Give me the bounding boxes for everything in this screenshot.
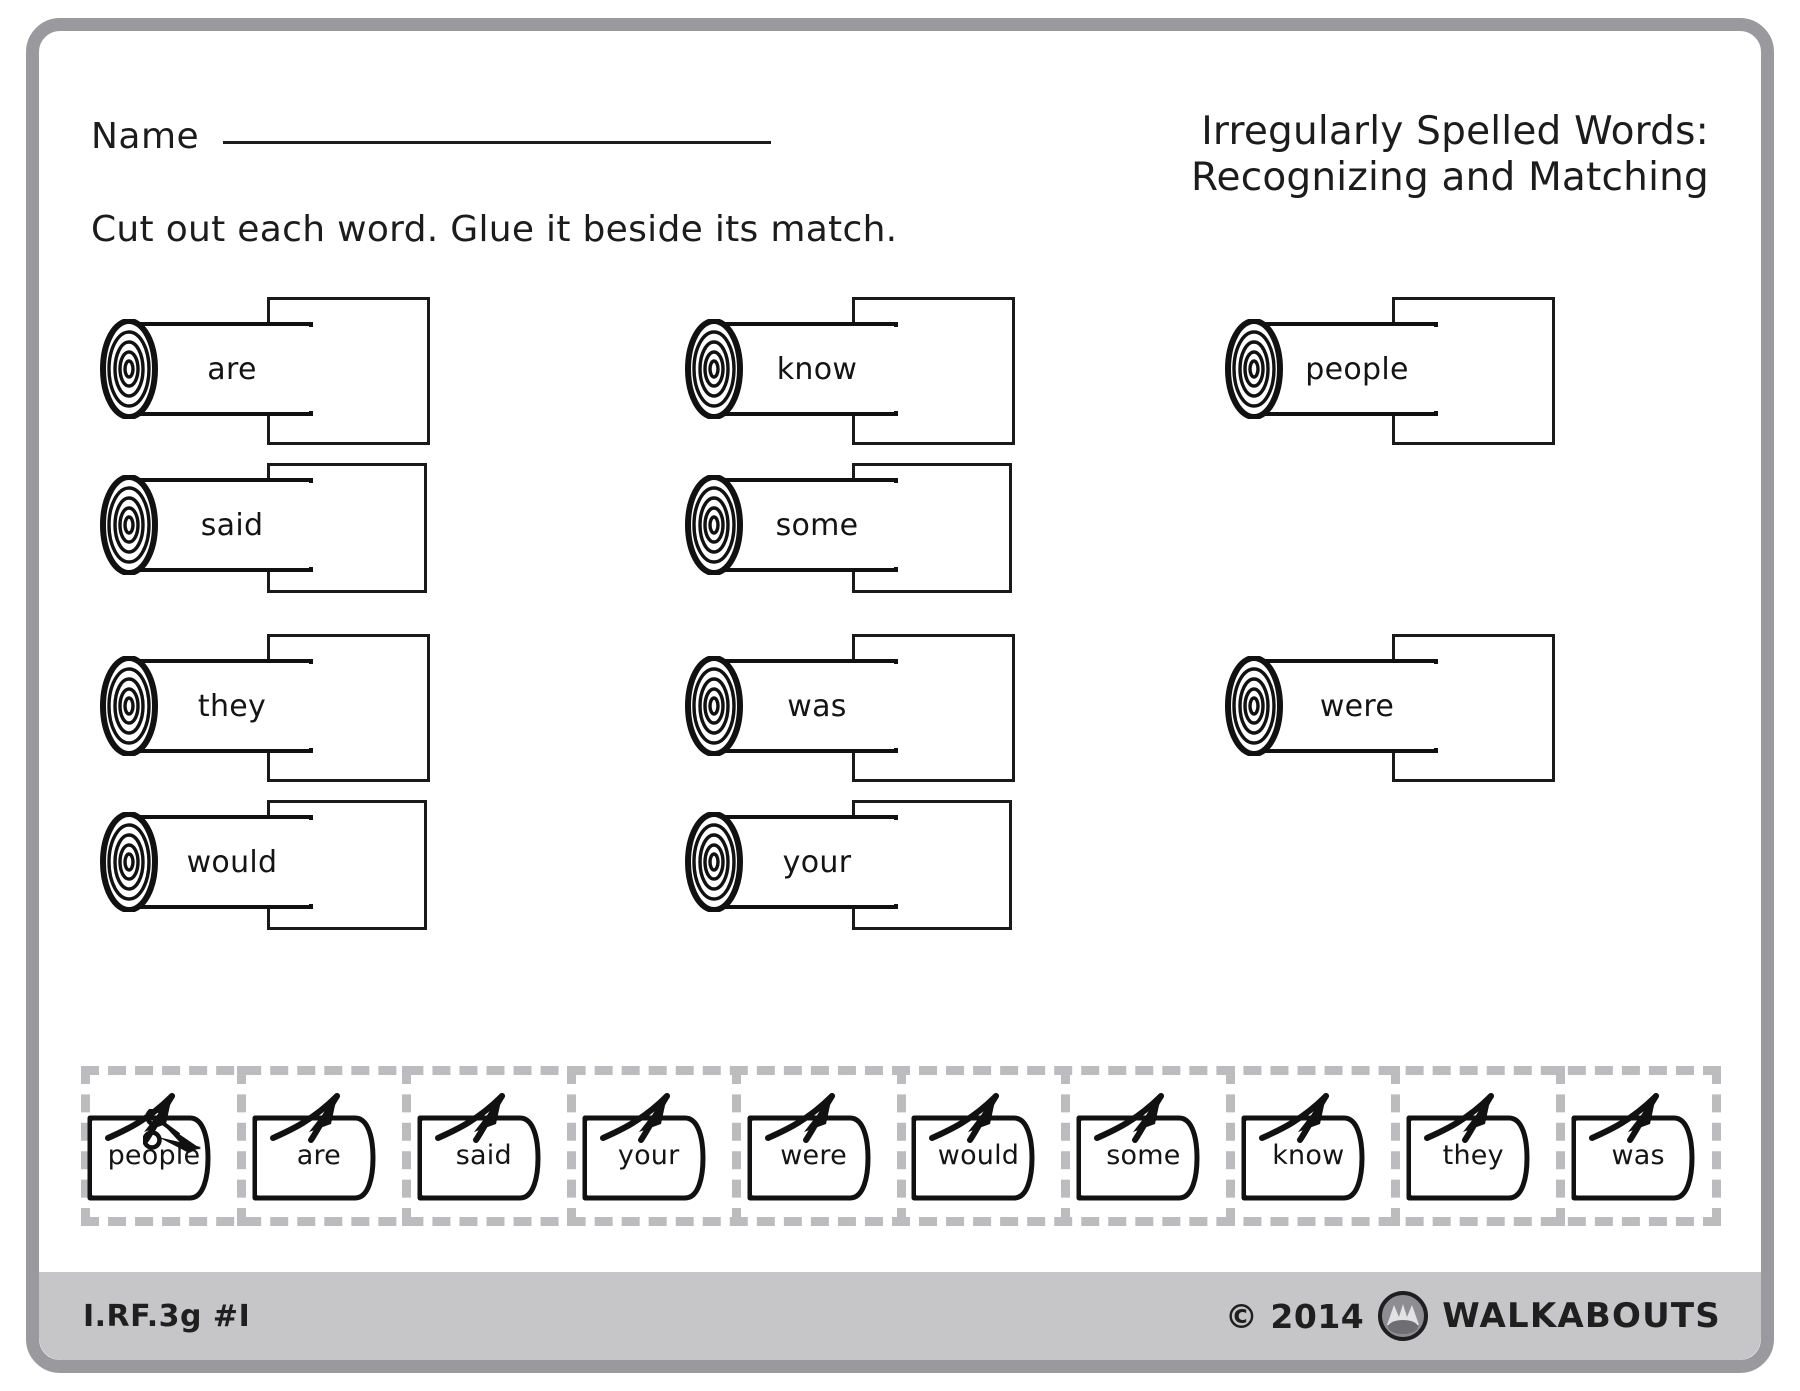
card-shape (747, 1093, 871, 1201)
card-shape (1571, 1093, 1695, 1201)
name-input-line[interactable] (223, 141, 772, 144)
log-graphic (100, 812, 314, 912)
log-word-item: some (684, 463, 1012, 593)
instruction-text: Cut out each word. Glue it beside its ma… (91, 209, 898, 250)
page-footer: I.RF.3g #I © 2014 WALKABOUTS (39, 1272, 1761, 1360)
cut-word-card[interactable]: would (910, 1090, 1056, 1202)
page-title-line2: Recognizing and Matching (1190, 155, 1709, 201)
log-graphic (100, 475, 314, 575)
cut-word-card[interactable]: know (1240, 1090, 1386, 1202)
cut-word-card[interactable]: are (251, 1090, 397, 1202)
log-word-item: was (684, 634, 1015, 782)
cut-card-cell: know (1235, 1066, 1401, 1226)
cut-word-card[interactable]: were (746, 1090, 892, 1202)
log-word-item: know (684, 297, 1015, 445)
walkabouts-logo-icon (1378, 1291, 1429, 1341)
page-title-line1: Irregularly Spelled Words: (1201, 109, 1709, 154)
card-shape (252, 1093, 376, 1201)
cut-word-card[interactable]: some (1075, 1090, 1221, 1202)
cut-card-cell: are (246, 1066, 411, 1226)
page-sheet: Name Irregularly Spelled Words: Recogniz… (39, 31, 1761, 1360)
cut-card-cell: your (576, 1066, 741, 1226)
copyright-text: © 2014 (1224, 1296, 1365, 1336)
log-graphic (685, 319, 899, 419)
cut-card-cell: were (741, 1066, 906, 1226)
log-graphic (1225, 319, 1439, 419)
brand-name: WALKABOUTS (1442, 1296, 1721, 1336)
log-word-item: your (684, 800, 1012, 930)
cut-word-card[interactable]: said (416, 1090, 562, 1202)
card-shape (1076, 1093, 1200, 1201)
log-word-item: are (99, 297, 430, 445)
cut-word-card[interactable]: they (1405, 1090, 1551, 1202)
log-graphic (685, 475, 899, 575)
log-word-item: people (1224, 297, 1555, 445)
card-shape (417, 1093, 541, 1201)
log-graphic (685, 656, 899, 756)
log-word-item: they (99, 634, 430, 782)
log-graphic (100, 319, 314, 419)
log-word-item: would (99, 800, 427, 930)
cut-card-cell: some (1070, 1066, 1236, 1226)
card-shape (1241, 1093, 1365, 1201)
cut-word-card[interactable]: your (581, 1090, 727, 1202)
card-shape (911, 1093, 1035, 1201)
cut-card-cell: would (906, 1066, 1071, 1226)
name-label: Name (91, 116, 200, 157)
cut-card-cell: said (411, 1066, 576, 1226)
page-frame: Name Irregularly Spelled Words: Recogniz… (26, 18, 1774, 1373)
brand-block: © 2014 WALKABOUTS (1225, 1291, 1721, 1341)
page-title: Irregularly Spelled Words: Recognizing a… (1191, 109, 1709, 201)
card-shape (582, 1093, 706, 1201)
card-shape (1406, 1093, 1530, 1201)
name-row: Name (91, 116, 772, 157)
cut-card-cell: they (1400, 1066, 1566, 1226)
log-word-item: were (1224, 634, 1555, 782)
log-graphic (100, 656, 314, 756)
scissors-icon (142, 1107, 205, 1161)
cut-card-cell: was (1565, 1066, 1721, 1226)
log-graphic (685, 812, 899, 912)
cut-word-card[interactable]: was (1570, 1090, 1716, 1202)
standard-code: I.RF.3g #I (83, 1298, 251, 1334)
log-word-item: said (99, 463, 427, 593)
log-graphic (1225, 656, 1439, 756)
